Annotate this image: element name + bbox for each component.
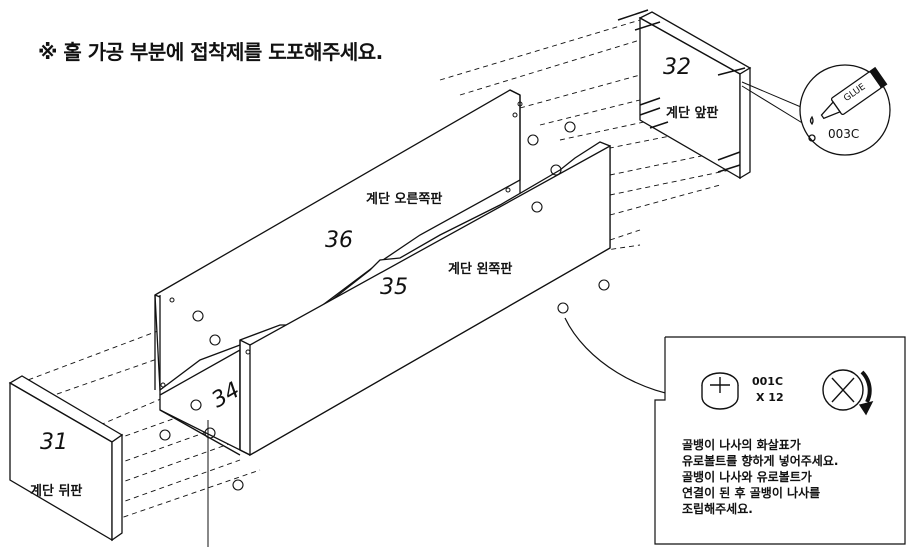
- cam-nut-illustration: [701, 372, 739, 410]
- part-number-31: 31: [40, 430, 68, 455]
- part-number-35: 35: [380, 275, 408, 300]
- hardware-code: 001C: [752, 375, 784, 388]
- instruction-line: 골뱅이 나사와 유로볼트가: [682, 470, 812, 484]
- instruction-line: 유로볼트를 향하게 넣어주세요.: [682, 454, 839, 468]
- panel-32-front: [638, 11, 752, 180]
- hardware-qty: X 12: [756, 391, 784, 404]
- part-name-31: 계단 뒤판: [30, 484, 83, 499]
- instruction-text: 골뱅이 나사의 화살표가 유로볼트를 향하게 넣어주세요. 골뱅이 나사와 유로…: [682, 437, 838, 517]
- part-number-32: 32: [663, 55, 691, 80]
- panel-31-back: [8, 375, 124, 542]
- glue-code: 003C: [828, 127, 860, 141]
- part-number-36: 36: [325, 228, 353, 253]
- glue-callout: [741, 64, 891, 156]
- cam-nuts: [159, 121, 610, 491]
- instruction-line: 조립해주세요.: [682, 502, 753, 516]
- instruction-line: 골뱅이 나사의 화살표가: [682, 438, 801, 452]
- bolts-panel-32: [617, 9, 746, 173]
- part-name-32: 계단 앞판: [666, 106, 719, 121]
- holes: [160, 101, 523, 388]
- part-name-35: 계단 왼쪽판: [448, 262, 513, 277]
- glue-notice: ※ 홀 가공 부분에 접착제를 도포해주세요.: [38, 40, 383, 64]
- cam-nut-rotate-illustration: [822, 369, 874, 416]
- panel-35-left: [239, 141, 611, 457]
- part-name-36: 계단 오른쪽판: [366, 192, 443, 207]
- instruction-line: 연결이 된 후 골뱅이 나사를: [682, 486, 821, 500]
